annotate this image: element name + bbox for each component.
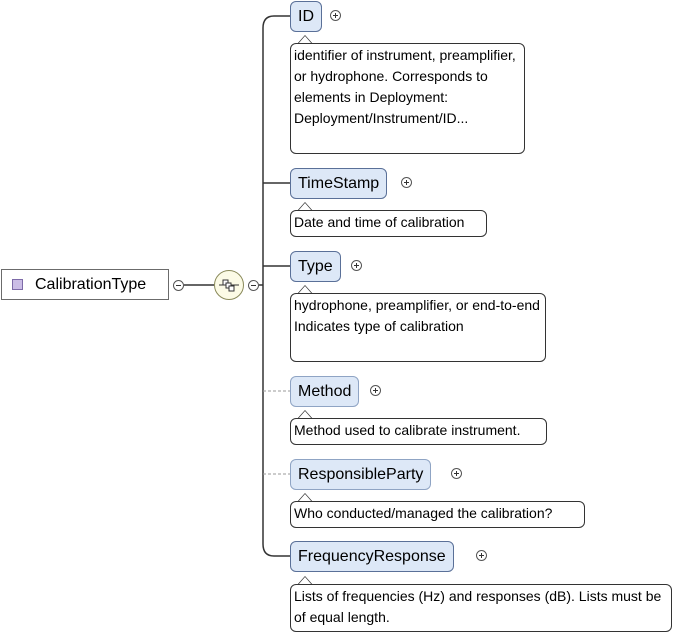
element-responsibleparty[interactable]: ResponsibleParty [290,459,432,490]
annotation-responsibleparty: Who conducted/managed the calibration? [290,501,585,528]
element-label: Type [298,257,333,275]
annotation-tab [297,493,313,502]
minus-circle-icon[interactable] [173,280,184,291]
element-type[interactable]: Type [290,251,341,282]
plus-circle-icon[interactable] [330,10,341,21]
plus-circle-icon[interactable] [451,468,462,479]
annotation-text: identifier of instrument, preamplifier, … [294,47,516,126]
element-label: FrequencyResponse [298,547,446,565]
annotation-id: identifier of instrument, preamplifier, … [290,43,525,154]
element-method[interactable]: Method [290,376,360,407]
element-timestamp[interactable]: TimeStamp [290,168,388,199]
root-type-box[interactable]: CalibrationType [1,269,169,300]
plus-circle-icon[interactable] [401,177,412,188]
annotation-tab [297,35,313,44]
root-type-label: CalibrationType [35,275,147,293]
element-label: ResponsibleParty [298,465,424,483]
minus-circle-icon[interactable] [248,280,259,291]
plus-circle-icon[interactable] [351,260,362,271]
element-id[interactable]: ID [290,1,322,32]
annotation-tab [297,410,313,419]
element-label: Method [298,382,352,400]
plus-circle-icon[interactable] [476,550,487,561]
sequence-compositor[interactable] [214,270,244,300]
element-label: TimeStamp [298,174,380,192]
plus-circle-icon[interactable] [370,385,381,396]
annotation-text: Lists of frequencies (Hz) and responses … [294,588,662,625]
annotation-text: Method used to calibrate instrument. [294,422,521,438]
element-label: ID [298,7,314,25]
annotation-text: Who conducted/managed the calibration? [294,505,553,521]
annotation-tab [297,576,313,585]
annotation-text: Date and time of calibration [294,214,465,230]
annotation-text: hydrophone, preamplifier, or end-to-end … [294,297,540,334]
annotation-tab [297,202,313,211]
sequence-spine [262,15,275,557]
complex-type-icon [12,279,23,290]
sequence-compositor-icon [219,279,239,292]
element-frequencyresponse[interactable]: FrequencyResponse [290,541,454,572]
annotation-frequencyresponse: Lists of frequencies (Hz) and responses … [290,584,672,632]
annotation-tab [297,285,313,294]
annotation-timestamp: Date and time of calibration [290,210,487,237]
annotation-method: Method used to calibrate instrument. [290,418,547,445]
annotation-type: hydrophone, preamplifier, or end-to-end … [290,293,546,362]
